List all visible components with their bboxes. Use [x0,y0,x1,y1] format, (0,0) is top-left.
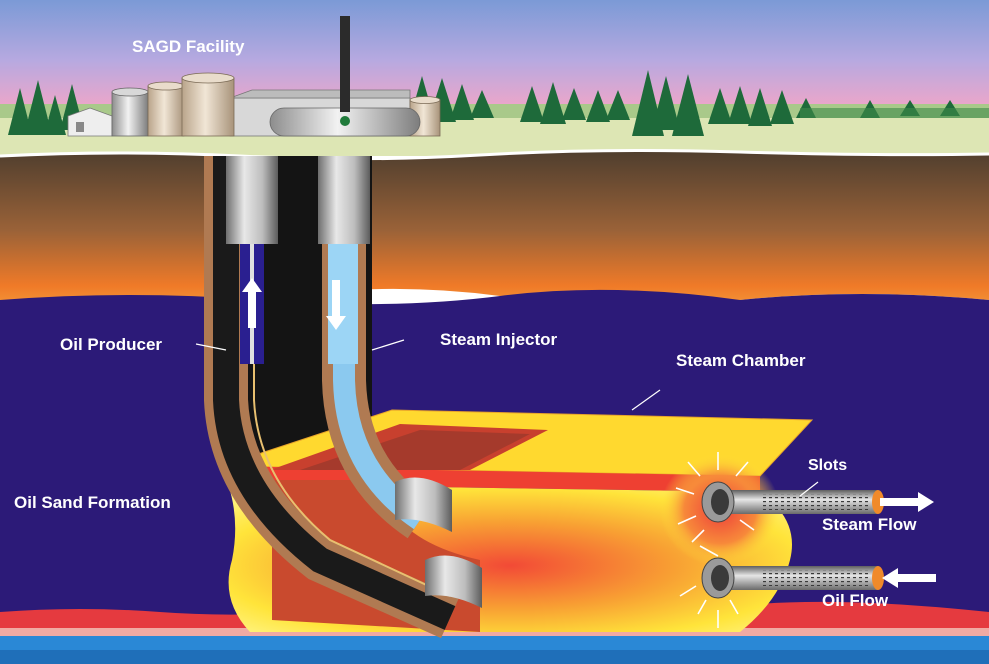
oil-producer-label: Oil Producer [60,335,162,354]
slotted-pipe-steam [701,481,884,523]
slotted-pipe-oil [701,557,884,599]
steam-chamber-label: Steam Chamber [676,351,806,370]
steam-radiate-arrows [675,452,755,628]
overburden-layer [0,150,989,310]
smokestack-icon [340,16,350,112]
facility-label: SAGD Facility [132,37,245,56]
arrow-icon [326,280,346,330]
steam-flow-label: Steam Flow [822,515,917,534]
oil-flow-label: Oil Flow [822,591,889,610]
arrow-icon [882,568,936,588]
facility-buildings [67,16,441,137]
slots-label: Slots [808,457,847,474]
leader-lines [195,339,819,497]
steam-injector-label: Steam Injector [440,330,558,349]
oil-sand-formation-label: Oil Sand Formation [14,493,171,512]
oil-producer-well [204,156,459,639]
arrow-icon [242,278,262,328]
arrow-icon [880,492,934,512]
